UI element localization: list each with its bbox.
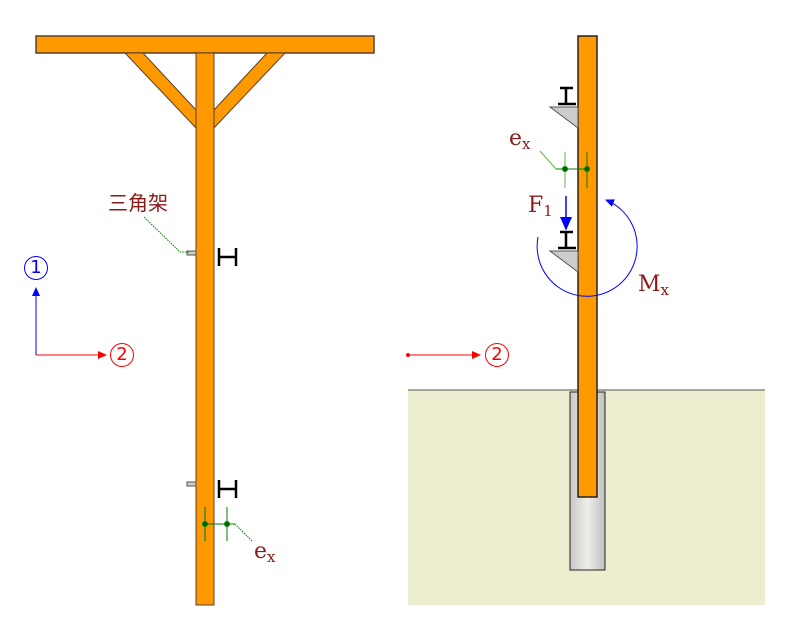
force-main: F (528, 193, 544, 218)
bracket-upper (186, 248, 238, 266)
eccentricity-left (202, 507, 253, 542)
left-brace (123, 52, 197, 130)
ecc-sub: x (522, 135, 531, 153)
moment-main: M (638, 272, 661, 297)
bracket-right-upper (548, 86, 579, 129)
moment-label: Mx (638, 274, 669, 298)
bracket-right-lower (548, 230, 579, 273)
ecc-main: e (509, 126, 523, 151)
left-frame (32, 35, 375, 606)
bracket-lower (186, 480, 238, 498)
eccentricity-right (539, 150, 590, 188)
column-right (577, 35, 598, 498)
force-sub: 1 (543, 202, 553, 220)
ecc-label-left: ex (254, 541, 276, 565)
right-brace (213, 52, 287, 130)
top-beam (35, 35, 375, 54)
bracket-leader (143, 216, 190, 253)
axis-1-label: 1 (24, 256, 48, 280)
ecc-main: e (254, 539, 268, 564)
right-frame (406, 35, 765, 605)
moment-sub: x (660, 281, 669, 299)
force-label: F1 (528, 195, 553, 219)
moment-arc (536, 199, 638, 297)
axis-2-label-right: 2 (485, 343, 509, 367)
bracket-label: 三角架 (108, 191, 168, 215)
ecc-label-right: ex (509, 128, 531, 152)
column (195, 52, 215, 606)
axis-2-label-left: 2 (110, 343, 134, 367)
ecc-sub: x (267, 548, 276, 566)
